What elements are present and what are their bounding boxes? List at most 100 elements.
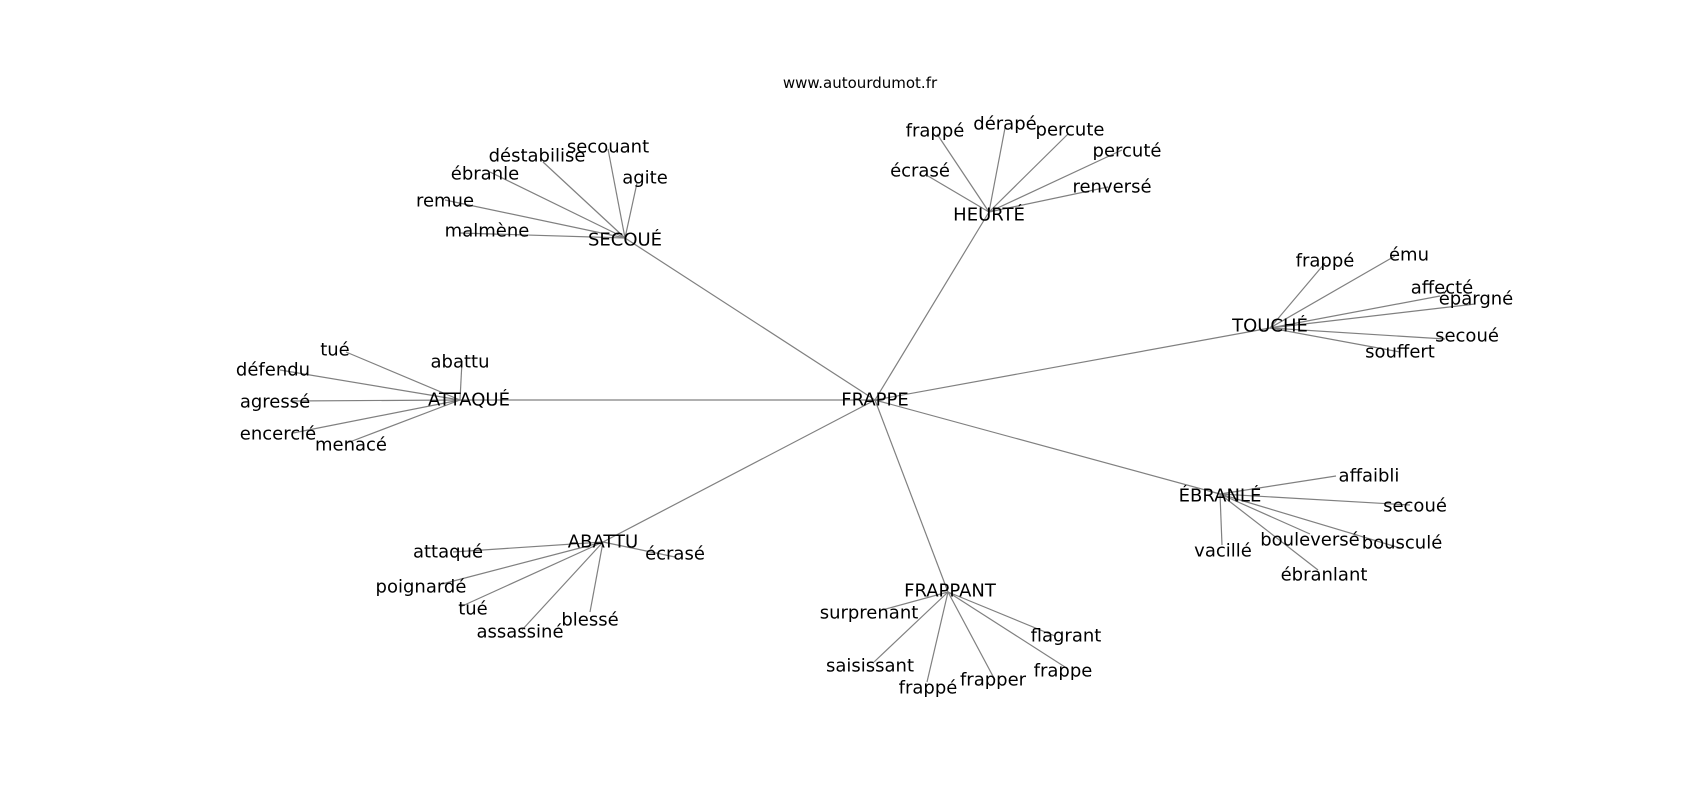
edge-root-frappant — [874, 399, 949, 593]
leaf-node-attaque-4[interactable]: encerclé — [240, 424, 316, 445]
edge-touche-1 — [1269, 255, 1396, 329]
leaf-node-frappant-5[interactable]: frapper — [960, 670, 1027, 691]
leaf-node-heurte-5[interactable]: renversé — [1072, 177, 1151, 198]
leaf-node-ebranle-2[interactable]: bouleversé — [1260, 530, 1360, 551]
edge-ebranle-3 — [1219, 493, 1401, 549]
edge-secoue-0 — [607, 148, 626, 239]
edge-ebranle-2 — [1219, 493, 1311, 535]
edge-secoue-4 — [444, 199, 626, 239]
edge-root-heurte — [874, 211, 990, 401]
leaf-node-touche-2[interactable]: affecté — [1411, 278, 1474, 299]
edge-touche-4 — [1269, 327, 1446, 340]
hub-node-touche[interactable]: TOUCHÉ — [1231, 315, 1308, 337]
hub-node-frappant[interactable]: FRAPPANT — [904, 581, 997, 602]
leaf-node-heurte-1[interactable]: dérapé — [973, 114, 1036, 135]
edge-touche-5 — [1269, 327, 1401, 353]
leaf-node-touche-5[interactable]: souffert — [1365, 342, 1435, 363]
site-watermark: www.autourdumot.fr — [783, 74, 938, 92]
edge-frappant-1 — [947, 591, 1056, 637]
hub-node-ebranle[interactable]: ÉBRANLÉ — [1179, 485, 1262, 507]
leaf-node-attaque-0[interactable]: tué — [320, 340, 350, 361]
edge-ebranle-0 — [1219, 475, 1337, 495]
leaf-node-touche-0[interactable]: frappé — [1296, 251, 1355, 272]
graph-edges — [279, 127, 1476, 683]
leaf-node-heurte-2[interactable]: percute — [1036, 120, 1105, 141]
leaf-node-attaque-1[interactable]: abattu — [430, 352, 489, 373]
edge-frappant-2 — [873, 591, 949, 663]
leaf-node-abattu-1[interactable]: écrasé — [645, 544, 705, 565]
edge-frappant-0 — [881, 591, 949, 611]
edge-root-abattu — [602, 399, 876, 543]
leaf-node-frappant-3[interactable]: frappe — [1034, 661, 1093, 682]
leaf-node-secoue-3[interactable]: agite — [622, 168, 668, 189]
edge-root-secoue — [624, 237, 876, 401]
edge-ebranle-5 — [1219, 493, 1319, 571]
leaf-node-heurte-4[interactable]: écrasé — [890, 161, 950, 182]
leaf-node-frappant-4[interactable]: frappé — [899, 678, 958, 699]
leaf-node-frappant-0[interactable]: surprenant — [820, 603, 919, 624]
leaf-node-ebranle-5[interactable]: ébranlant — [1281, 565, 1368, 586]
leaf-node-abattu-5[interactable]: assassiné — [476, 622, 563, 643]
edge-attaque-4 — [292, 399, 461, 434]
leaf-node-heurte-0[interactable]: frappé — [906, 121, 965, 142]
edge-heurte-0 — [936, 133, 990, 213]
leaf-node-ebranle-3[interactable]: bousculé — [1362, 533, 1443, 554]
edge-attaque-5 — [346, 399, 461, 444]
leaf-node-secoue-4[interactable]: remue — [416, 191, 474, 212]
leaf-node-frappant-1[interactable]: flagrant — [1031, 626, 1102, 647]
hub-node-attaque[interactable]: ATTAQUÉ — [428, 389, 510, 411]
edge-touche-3 — [1269, 303, 1476, 329]
edge-root-ebranle — [874, 399, 1221, 495]
leaf-node-ebranle-0[interactable]: affaibli — [1339, 466, 1400, 487]
edge-frappant-4 — [926, 591, 949, 683]
edge-secoue-2 — [489, 171, 626, 239]
leaf-node-frappant-2[interactable]: saisissant — [826, 656, 914, 677]
leaf-node-secoue-1[interactable]: déstabilise — [489, 146, 586, 167]
leaf-node-attaque-5[interactable]: menacé — [315, 435, 387, 456]
leaf-node-heurte-3[interactable]: percuté — [1093, 141, 1162, 162]
edge-frappant-3 — [947, 591, 1066, 668]
edge-attaque-2 — [279, 369, 461, 401]
edge-heurte-5 — [988, 186, 1109, 213]
root-node[interactable]: FRAPPE — [841, 390, 909, 411]
leaf-node-abattu-4[interactable]: blessé — [561, 610, 618, 631]
leaf-node-abattu-2[interactable]: poignardé — [376, 577, 467, 598]
edge-touche-2 — [1269, 295, 1441, 329]
leaf-node-attaque-2[interactable]: défendu — [236, 360, 310, 381]
leaf-node-ebranle-1[interactable]: secoué — [1383, 496, 1447, 517]
leaf-node-touche-3[interactable]: épargné — [1439, 289, 1514, 310]
edge-heurte-4 — [927, 175, 990, 213]
edge-heurte-1 — [988, 127, 1006, 213]
edge-ebranle-1 — [1219, 493, 1411, 506]
leaf-node-attaque-3[interactable]: agressé — [240, 392, 310, 413]
leaf-node-touche-4[interactable]: secoué — [1435, 326, 1499, 347]
edge-ebranle-4 — [1219, 493, 1223, 546]
edge-abattu-5 — [521, 541, 604, 631]
hub-node-secoue[interactable]: SECOUÉ — [588, 229, 662, 251]
edge-abattu-1 — [602, 541, 676, 558]
edge-abattu-4 — [589, 541, 604, 613]
edge-abattu-3 — [459, 541, 604, 608]
hub-node-heurte[interactable]: HEURTÉ — [953, 204, 1025, 226]
edge-frappant-5 — [947, 591, 996, 681]
edge-secoue-3 — [624, 182, 638, 239]
edge-secoue-1 — [542, 161, 626, 239]
edge-attaque-1 — [459, 360, 463, 401]
edge-heurte-3 — [988, 149, 1123, 213]
edge-attaque-0 — [345, 351, 461, 401]
edge-secoue-5 — [459, 232, 626, 239]
leaf-node-secoue-5[interactable]: malmène — [445, 221, 530, 242]
edge-heurte-2 — [988, 133, 1069, 213]
leaf-node-secoue-0[interactable]: secouant — [567, 137, 649, 158]
leaf-node-touche-1[interactable]: ému — [1389, 245, 1429, 266]
edge-touche-0 — [1269, 262, 1326, 329]
leaf-node-abattu-0[interactable]: attaqué — [413, 542, 483, 563]
leaf-node-abattu-3[interactable]: tué — [458, 599, 488, 620]
edge-attaque-3 — [289, 399, 461, 402]
leaf-node-secoue-2[interactable]: ébranle — [451, 164, 519, 185]
edge-root-touche — [874, 327, 1271, 401]
leaf-node-ebranle-4[interactable]: vacillé — [1194, 541, 1252, 562]
hub-node-abattu[interactable]: ABATTU — [568, 532, 638, 553]
